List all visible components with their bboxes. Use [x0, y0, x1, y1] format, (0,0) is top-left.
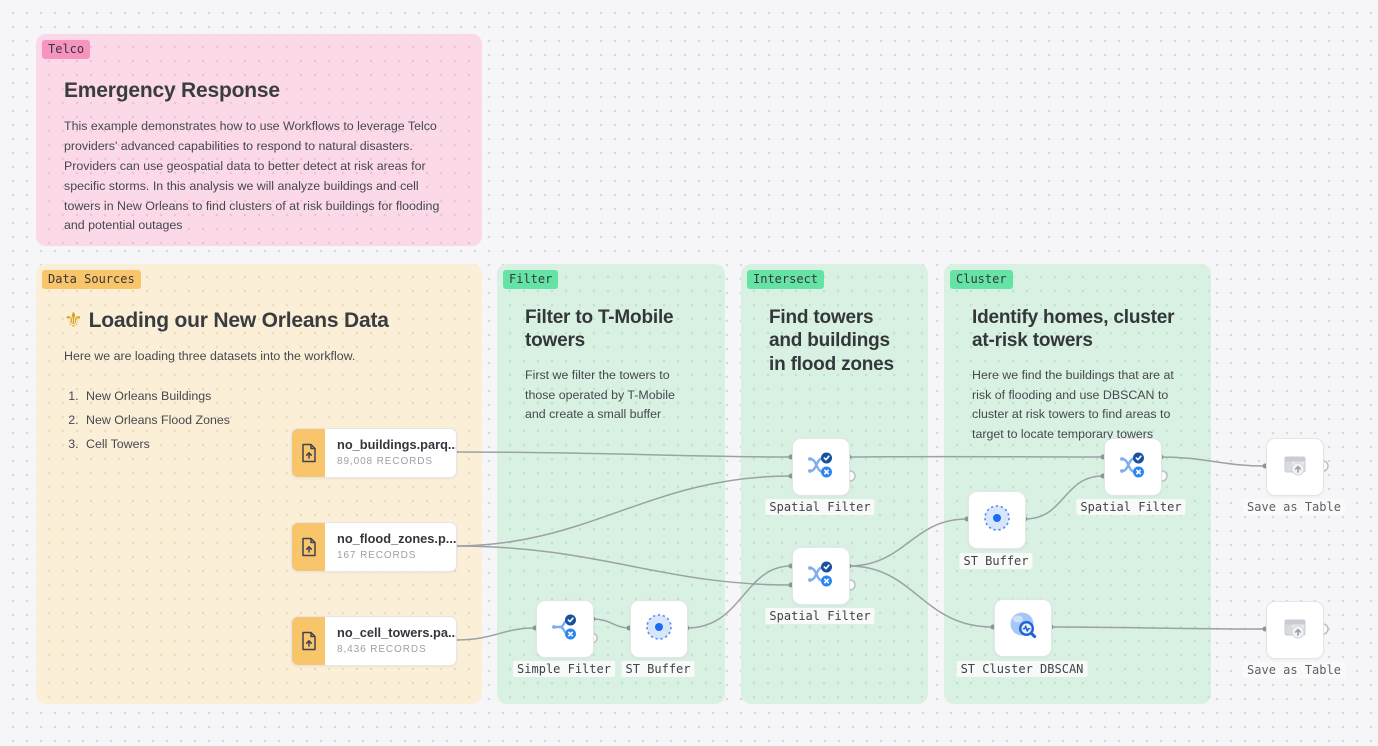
- group-tag-intersect: Intersect: [747, 270, 825, 289]
- edge-floodzones-to-spatial-filter-2[interactable]: [454, 545, 792, 586]
- buffer-circle-icon: [981, 502, 1013, 539]
- group-note-data-sources[interactable]: Data Sources ⚜Loading our New Orleans Da…: [36, 264, 482, 704]
- group-body-cluster: Here we find the buildings that are at r…: [972, 367, 1174, 442]
- spatial-filter-icon: [1117, 449, 1149, 486]
- group-body-filter: First we filter the towers to those oper…: [525, 367, 675, 422]
- edge-spatial-filter-2-to-st-buffer-2[interactable]: [848, 518, 968, 567]
- node-spatial-filter-3[interactable]: [1104, 438, 1162, 496]
- dataset-list-item: New Orleans Buildings: [82, 389, 482, 403]
- fleur-de-lis-icon: ⚜: [64, 309, 83, 332]
- source-node-records: 89,008 RECORDS: [337, 456, 433, 467]
- edge-dbscan-to-save-table-2[interactable]: [1050, 626, 1266, 630]
- spatial-filter-icon: [805, 449, 837, 486]
- edge-simple-filter-to-st-buffer[interactable]: [592, 618, 630, 629]
- file-upload-icon: [292, 429, 325, 477]
- node-spatial-filter-1[interactable]: [792, 438, 850, 496]
- group-tag-telco: Telco: [42, 40, 91, 59]
- save-table-icon: [1279, 449, 1311, 486]
- filter-branch-icon: [549, 611, 581, 648]
- group-title-telco: Emergency Response: [64, 79, 280, 102]
- group-tag-data-sources: Data Sources: [42, 270, 141, 289]
- group-note-filter[interactable]: Filter Filter to T-Mobile towers First w…: [497, 264, 725, 704]
- node-label: Save as Table: [1243, 499, 1345, 515]
- edge-buildings-to-spatial-filter-1[interactable]: [454, 451, 792, 458]
- node-st-buffer-2[interactable]: [968, 491, 1026, 549]
- edge-st-buffer-to-spatial-filter-2[interactable]: [686, 565, 792, 629]
- edge-st-buffer-2-to-spatial-filter-3[interactable]: [1024, 475, 1104, 520]
- source-node-title: no_cell_towers.pa...: [337, 625, 457, 640]
- dataset-list-item: New Orleans Flood Zones: [82, 413, 482, 427]
- node-label: Spatial Filter: [765, 608, 875, 624]
- save-table-icon: [1279, 612, 1311, 649]
- edge-spatial-filter-2-to-dbscan[interactable]: [848, 565, 994, 628]
- node-label: Save as Table: [1243, 662, 1345, 678]
- group-subtitle-data-sources: Here we are loading three datasets into …: [64, 349, 356, 364]
- node-source-buildings[interactable]: no_buildings.parq... 89,008 RECORDS: [291, 428, 457, 478]
- cluster-dbscan-icon: [1007, 610, 1039, 647]
- group-body-telco: This example demonstrates how to use Wor…: [64, 119, 440, 233]
- node-label: Spatial Filter: [1076, 499, 1186, 515]
- source-node-title: no_buildings.parq...: [337, 437, 457, 452]
- source-node-records: 8,436 RECORDS: [337, 644, 427, 655]
- file-upload-icon: [292, 617, 325, 665]
- node-label: Simple Filter: [513, 661, 615, 677]
- edge-celltowers-to-simple-filter[interactable]: [454, 627, 536, 641]
- group-tag-cluster: Cluster: [950, 270, 1013, 289]
- node-source-floodzones[interactable]: no_flood_zones.p... 167 RECORDS: [291, 522, 457, 572]
- node-label: ST Buffer: [959, 553, 1033, 569]
- node-spatial-filter-2[interactable]: [792, 547, 850, 605]
- source-node-title: no_flood_zones.p...: [337, 531, 457, 546]
- node-label: Spatial Filter: [765, 499, 875, 515]
- group-title-intersect: Find towers and buildings in flood zones: [769, 307, 894, 375]
- file-upload-icon: [292, 523, 325, 571]
- dataset-list-item: Cell Towers: [82, 437, 482, 451]
- group-title-cluster: Identify homes, cluster at-risk towers: [972, 307, 1175, 352]
- source-node-records: 167 RECORDS: [337, 550, 417, 561]
- node-source-celltowers[interactable]: no_cell_towers.pa... 8,436 RECORDS: [291, 616, 457, 666]
- group-title-filter: Filter to T-Mobile towers: [525, 307, 674, 352]
- edge-floodzones-to-spatial-filter-1[interactable]: [454, 475, 792, 547]
- buffer-circle-icon: [643, 611, 675, 648]
- node-st-cluster-dbscan[interactable]: [994, 599, 1052, 657]
- node-label: ST Cluster DBSCAN: [956, 661, 1088, 677]
- node-save-as-table-2[interactable]: [1266, 601, 1324, 659]
- group-tag-filter: Filter: [503, 270, 559, 289]
- edge-spatial-filter-3-to-save-table-1[interactable]: [1160, 456, 1266, 467]
- node-label: ST Buffer: [621, 661, 695, 677]
- node-save-as-table-1[interactable]: [1266, 438, 1324, 496]
- node-simple-filter[interactable]: [536, 600, 594, 658]
- group-note-telco[interactable]: Telco Emergency Response This example de…: [36, 34, 482, 246]
- node-st-buffer-1[interactable]: [630, 600, 688, 658]
- group-title-data-sources: ⚜Loading our New Orleans Data: [64, 309, 389, 332]
- spatial-filter-icon: [805, 558, 837, 595]
- dataset-list: New Orleans Buildings New Orleans Flood …: [82, 389, 482, 451]
